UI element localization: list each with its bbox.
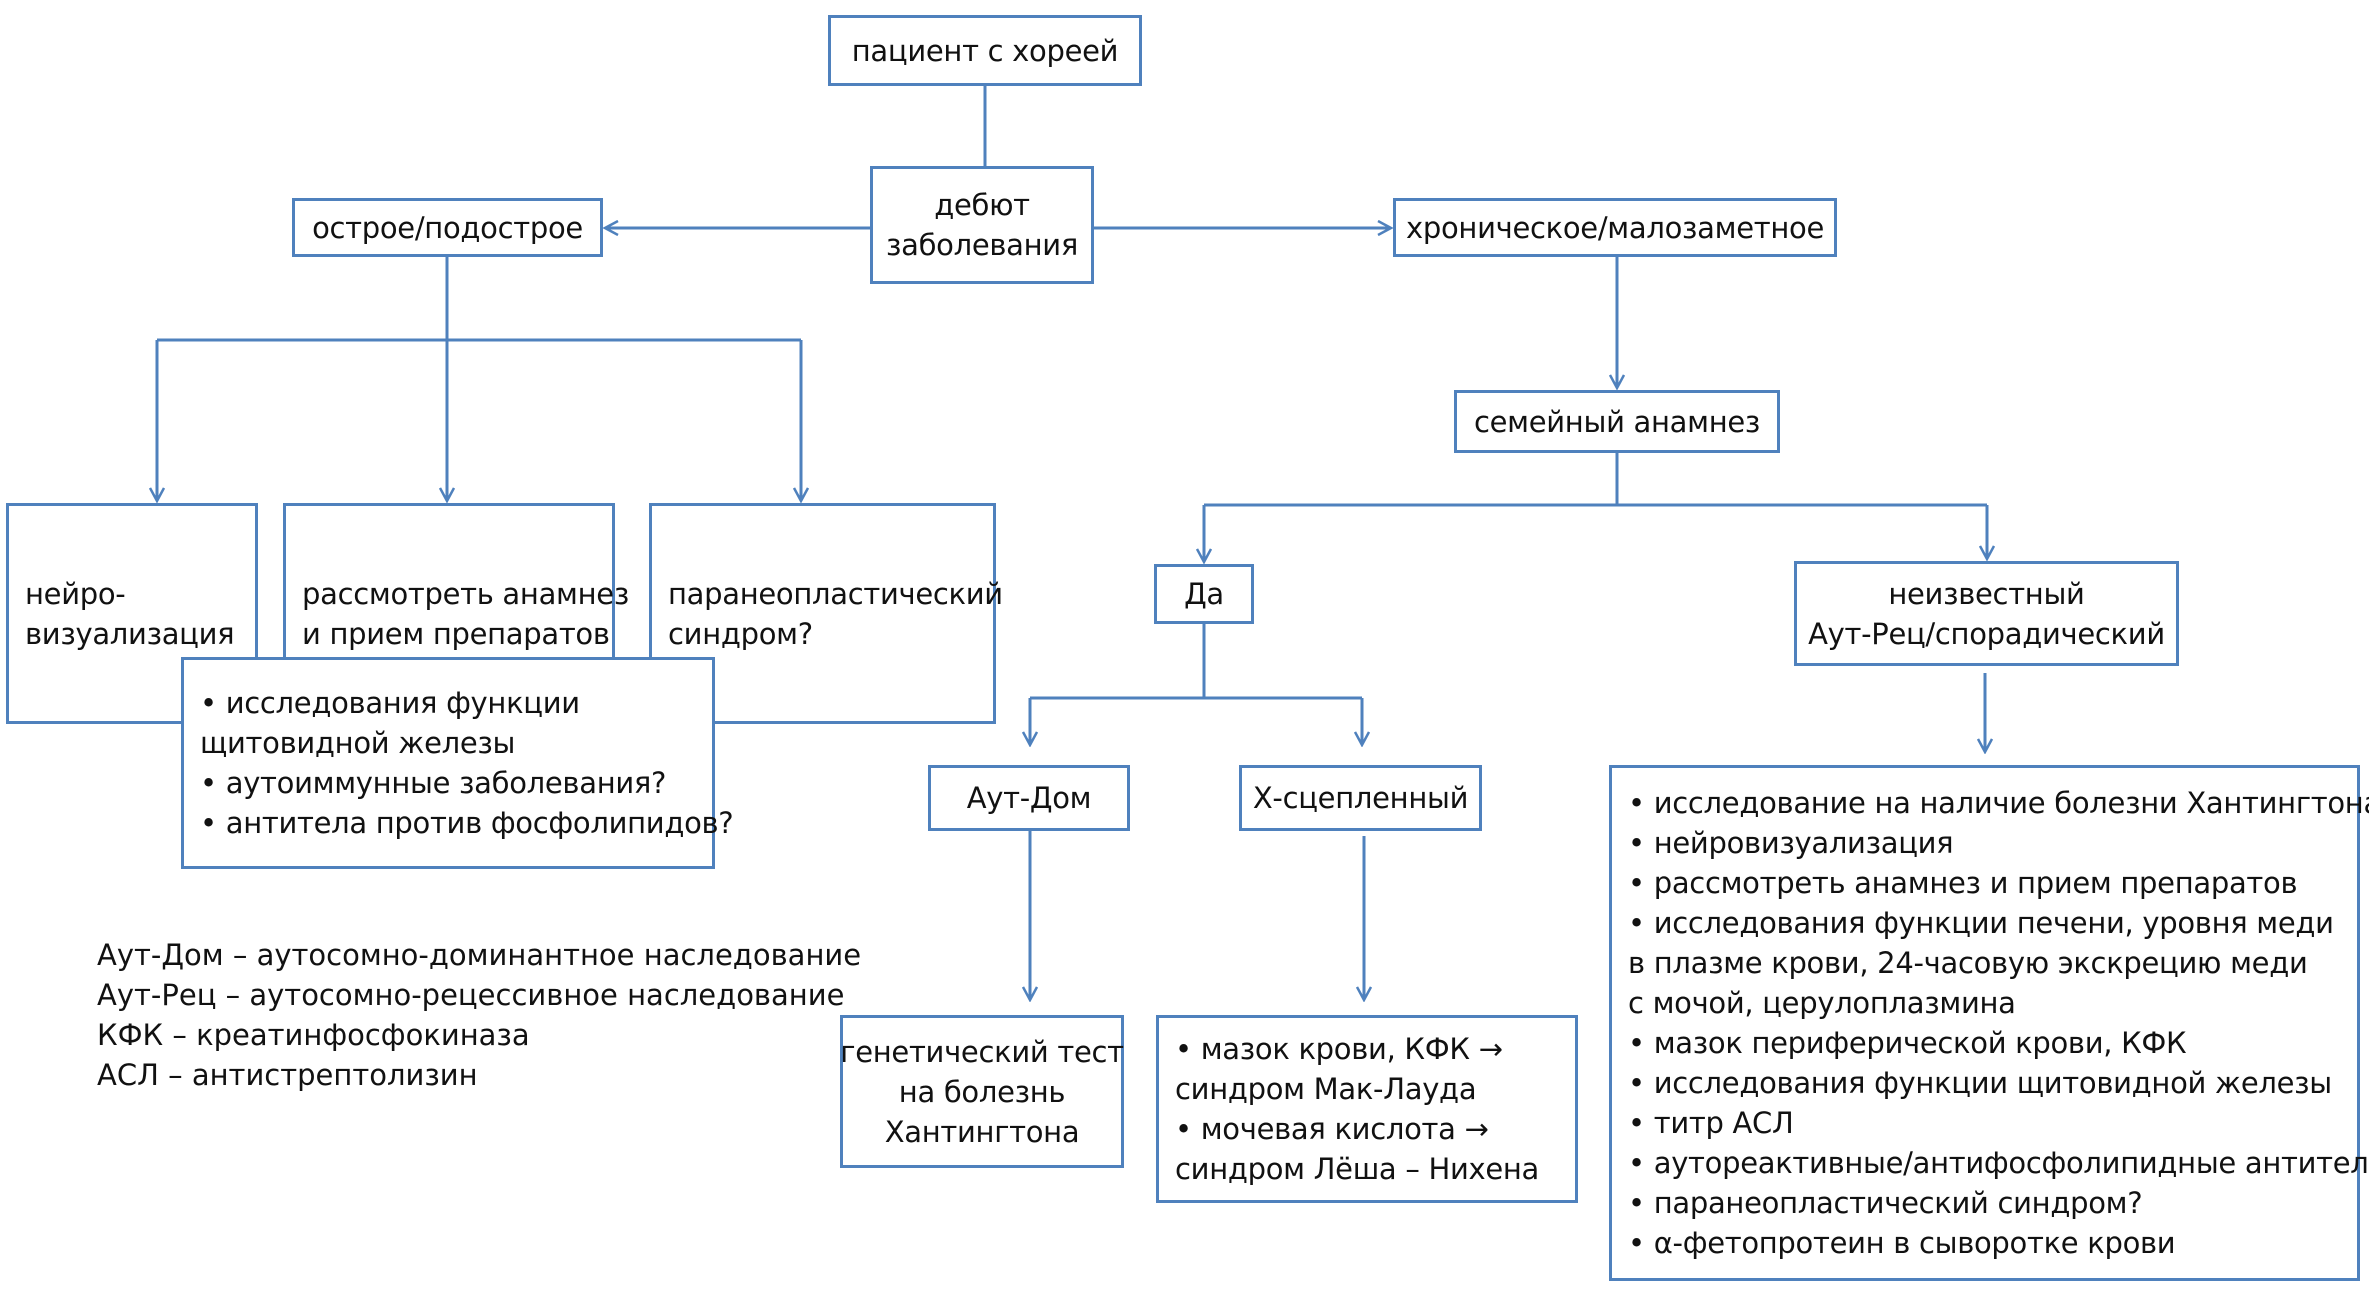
- legend-item: Аут-Рец – аутосомно-рецессивное наследов…: [97, 978, 845, 1012]
- node-text-line: нейро-: [25, 576, 126, 611]
- node-text-line: острое/подострое: [312, 210, 583, 245]
- node-text-line: и прием препаратов: [302, 616, 610, 651]
- node-x-linked-tests: • мазок крови, КФК → синдром Мак-Лауда • м…: [1156, 1015, 1578, 1203]
- node-text: Х-сцепленный: [1252, 778, 1469, 818]
- node-text-line: синдром Лёша – Нихена: [1175, 1152, 1540, 1186]
- node-text-line: синдром Мак-Лауда: [1175, 1072, 1477, 1106]
- node-text-line: паранеопластический: [668, 576, 1003, 611]
- node-text: Да: [1184, 574, 1224, 614]
- node-text: • исследование на наличие болезни Хантин…: [1628, 783, 2369, 1263]
- node-text-line: Да: [1184, 577, 1224, 611]
- node-text-line: рассмотреть анамнез: [302, 576, 629, 611]
- node-text-line: • мочевая кислота →: [1175, 1112, 1489, 1146]
- node-x-linked: Х-сцепленный: [1239, 765, 1482, 831]
- node-text-line: визуализация: [25, 616, 235, 651]
- node-acute-subacute: острое/подострое: [292, 198, 603, 257]
- node-text-line: • нейровизуализация: [1628, 826, 1954, 860]
- node-text-line: • исследования функции щитовидной железы: [1628, 1066, 2332, 1100]
- node-family-history: семейный анамнез: [1454, 390, 1780, 453]
- node-text-line: • исследования функции: [200, 686, 580, 720]
- node-disease-onset: дебют заболевания: [870, 166, 1094, 284]
- node-text-line: • исследование на наличие болезни Хантин…: [1628, 786, 2369, 820]
- node-text-line: • рассмотреть анамнез и прием препаратов: [1628, 866, 2298, 900]
- legend-item: КФК – креатинфосфокиназа: [97, 1018, 530, 1052]
- node-text-line: генетический тест: [840, 1034, 1124, 1069]
- node-text-line: • мазок периферической крови, КФК: [1628, 1026, 2187, 1060]
- node-text: • мазок крови, КФК → синдром Мак-Лауда • м…: [1175, 1029, 1539, 1189]
- node-text: острое/подострое: [312, 208, 583, 248]
- node-text-line: • мазок крови, КФК →: [1175, 1032, 1503, 1066]
- node-text-line: • антитела против фосфолипидов?: [200, 806, 734, 840]
- node-text-line: • исследования функции печени, уровня ме…: [1628, 906, 2334, 940]
- legend-item: АСЛ – антистрептолизин: [97, 1058, 478, 1092]
- node-text-line: с мочой, церулоплазмина: [1628, 986, 2016, 1020]
- node-text: пациент с хореей: [851, 31, 1119, 71]
- node-text: семейный анамнез: [1474, 402, 1760, 442]
- legend-item: Аут-Дом – аутосомно-доминантное наследов…: [97, 938, 862, 972]
- node-text: паранеопластический синдром?: [668, 574, 1003, 654]
- node-acute-tests: • исследования функции щитовидной железы •…: [181, 657, 734, 869]
- node-text-line: неизвестный: [1888, 576, 2085, 611]
- node-text: дебют заболевания: [886, 185, 1078, 265]
- node-text-line: дебют: [934, 188, 1030, 222]
- node-text-line: • аутореактивные/антифосфолипидные антит…: [1628, 1146, 2369, 1180]
- node-autosomal-dominant: Аут-Дом: [928, 765, 1130, 831]
- node-text: Аут-Дом: [967, 778, 1092, 818]
- node-text-line: хроническое/малозаметное: [1406, 210, 1824, 245]
- node-text-line: Х-сцепленный: [1252, 781, 1469, 815]
- node-yes: Да: [1154, 564, 1254, 624]
- node-text-line: синдром?: [668, 616, 813, 651]
- node-text-line: • титр АСЛ: [1628, 1106, 1794, 1140]
- node-text: рассмотреть анамнез и прием препаратов: [302, 574, 629, 654]
- node-text-line: заболевания: [885, 228, 1078, 262]
- node-text-line: Аут-Дом: [966, 781, 1092, 815]
- node-text: хроническое/малозаметное: [1406, 208, 1824, 248]
- node-text-line: Аут-Рец/спорадический: [1808, 616, 2165, 651]
- node-text-line: щитовидной железы: [200, 726, 516, 760]
- node-text-line: пациент с хореей: [851, 33, 1119, 68]
- node-text: • исследования функции щитовидной железы •…: [200, 683, 734, 843]
- node-unknown-tests: • исследование на наличие болезни Хантин…: [1609, 765, 2369, 1281]
- node-text-line: семейный анамнез: [1473, 404, 1761, 439]
- node-text-line: • паранеопластический синдром?: [1628, 1186, 2143, 1220]
- node-neuroimaging: нейро-визуализация: [6, 503, 258, 724]
- abbreviations-legend: Аут-Дом – аутосомно-доминантное наследов…: [97, 935, 861, 1095]
- node-text-line: в плазме крови, 24-часовую экскрецию мед…: [1628, 946, 2308, 980]
- node-text-line: • α-фетопротеин в сыворотке крови: [1628, 1226, 2176, 1260]
- node-text-line: • аутоиммунные заболевания?: [200, 766, 667, 800]
- node-text-line: на болезнь: [898, 1074, 1066, 1109]
- node-paraneoplastic-syndrome: паранеопластический синдром?: [649, 503, 1003, 724]
- node-chronic-insidious: хроническое/малозаметное: [1393, 198, 1837, 257]
- node-text: нейро-визуализация: [25, 574, 235, 654]
- node-text-line: Хантингтона: [884, 1114, 1080, 1149]
- node-patient-with-chorea: пациент с хореей: [828, 15, 1142, 86]
